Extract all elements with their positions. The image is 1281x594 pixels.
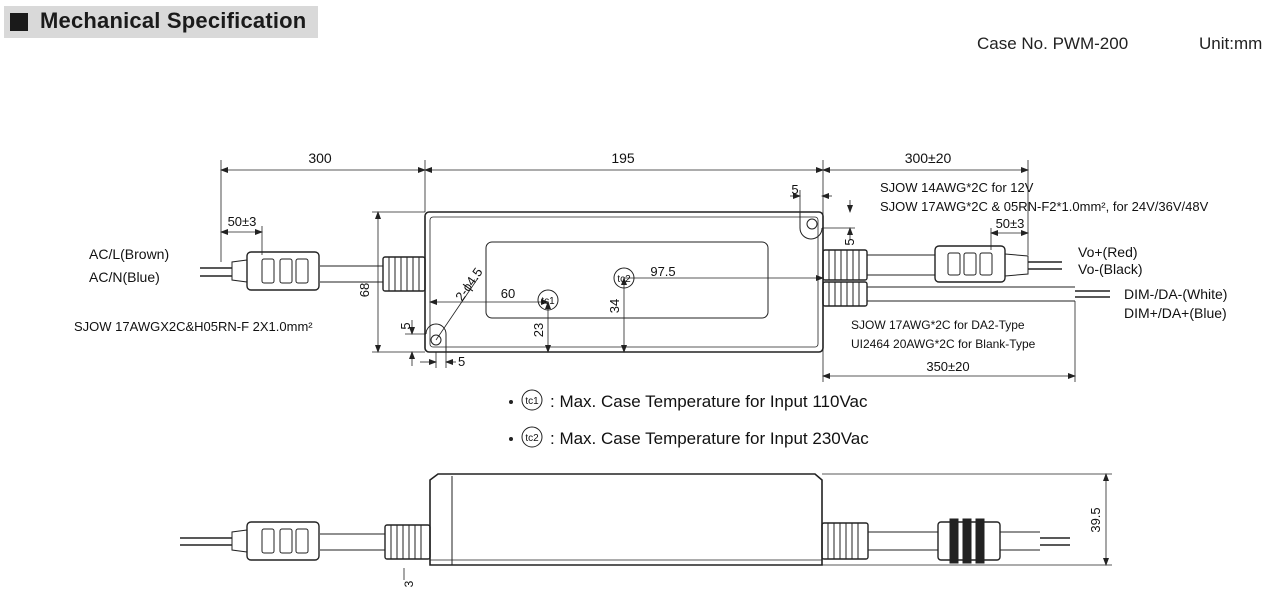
dim-5-bottom: 5 [458, 354, 465, 369]
mount-hole-top [806, 218, 818, 230]
tc1-marker [537, 289, 559, 311]
dim-body-length: 195 [611, 150, 635, 166]
page-title: Mechanical Specification [40, 8, 307, 33]
dim-height: 68 [357, 283, 372, 297]
header-bullet-icon [10, 13, 28, 31]
side-view [180, 473, 1112, 580]
ac-cable-spec: SJOW 17AWGX2C&H05RN-F 2X1.0mm² [74, 319, 313, 334]
side-case-outline [429, 473, 823, 566]
output-cable-24v: SJOW 17AWG*2C & 05RN-F2*1.0mm², for 24V/… [880, 199, 1209, 214]
ac-l-label: AC/L(Brown) [89, 246, 169, 262]
vo-plus-label: Vo+(Red) [1078, 244, 1138, 260]
dim-dim-cable: 350±20 [926, 359, 969, 374]
unit-label: Unit:mm [1199, 34, 1263, 53]
dim-5-right: 5 [842, 238, 857, 245]
mount-hole-bottom [430, 334, 442, 346]
note-tc2-badge: tc2 [525, 433, 539, 444]
ac-n-label: AC/N(Blue) [89, 269, 160, 285]
tc2-marker [613, 267, 635, 289]
dim-right-cable: 300±20 [905, 150, 952, 166]
dim-hole: 2-ϕ4.5 [452, 265, 485, 304]
left-strain-relief [382, 256, 426, 292]
note-tc2-text: : Max. Case Temperature for Input 230Vac [550, 429, 869, 448]
header-bar [4, 6, 318, 38]
dim-strip-right: 50±3 [996, 216, 1025, 231]
dim-60: 60 [501, 286, 515, 301]
dim-23: 23 [531, 323, 546, 337]
tc1-label: tc1 [541, 296, 555, 307]
dim-left-cable: 300 [308, 150, 332, 166]
left-connector [231, 251, 320, 291]
dim-strip-left: 50±3 [228, 214, 257, 229]
output-cable-12v: SJOW 14AWG*2C for 12V [880, 180, 1034, 195]
dim-34: 34 [607, 299, 622, 313]
right-connector [934, 245, 1029, 283]
dim-97-5: 97.5 [650, 264, 675, 279]
vo-minus-label: Vo-(Black) [1078, 261, 1143, 277]
top-view [200, 160, 1110, 382]
side-dim-base: 3 [402, 580, 416, 587]
note-tc1: tc1 : Max. Case Temperature for Input 11… [509, 389, 868, 411]
dim-plus-label: DIM+/DA+(Blue) [1124, 305, 1227, 321]
note-tc2: tc2 : Max. Case Temperature for Input 23… [509, 426, 869, 448]
dim-5-left: 5 [398, 322, 413, 329]
dim-5-top: 5 [791, 182, 798, 197]
dim-cable-da2: SJOW 17AWG*2C for DA2-Type [851, 318, 1025, 332]
note-tc1-text: : Max. Case Temperature for Input 110Vac [550, 392, 868, 411]
case-number: Case No. PWM-200 [977, 34, 1129, 53]
note-tc1-badge: tc1 [525, 396, 539, 407]
side-dim-height: 39.5 [1088, 507, 1103, 532]
dim-cable-blank: UI2464 20AWG*2C for Blank-Type [851, 337, 1036, 351]
tc2-label: tc2 [617, 274, 631, 285]
dim-minus-label: DIM-/DA-(White) [1124, 286, 1227, 302]
right-strain-relief-dim [822, 281, 868, 307]
right-strain-relief-output [822, 249, 868, 281]
